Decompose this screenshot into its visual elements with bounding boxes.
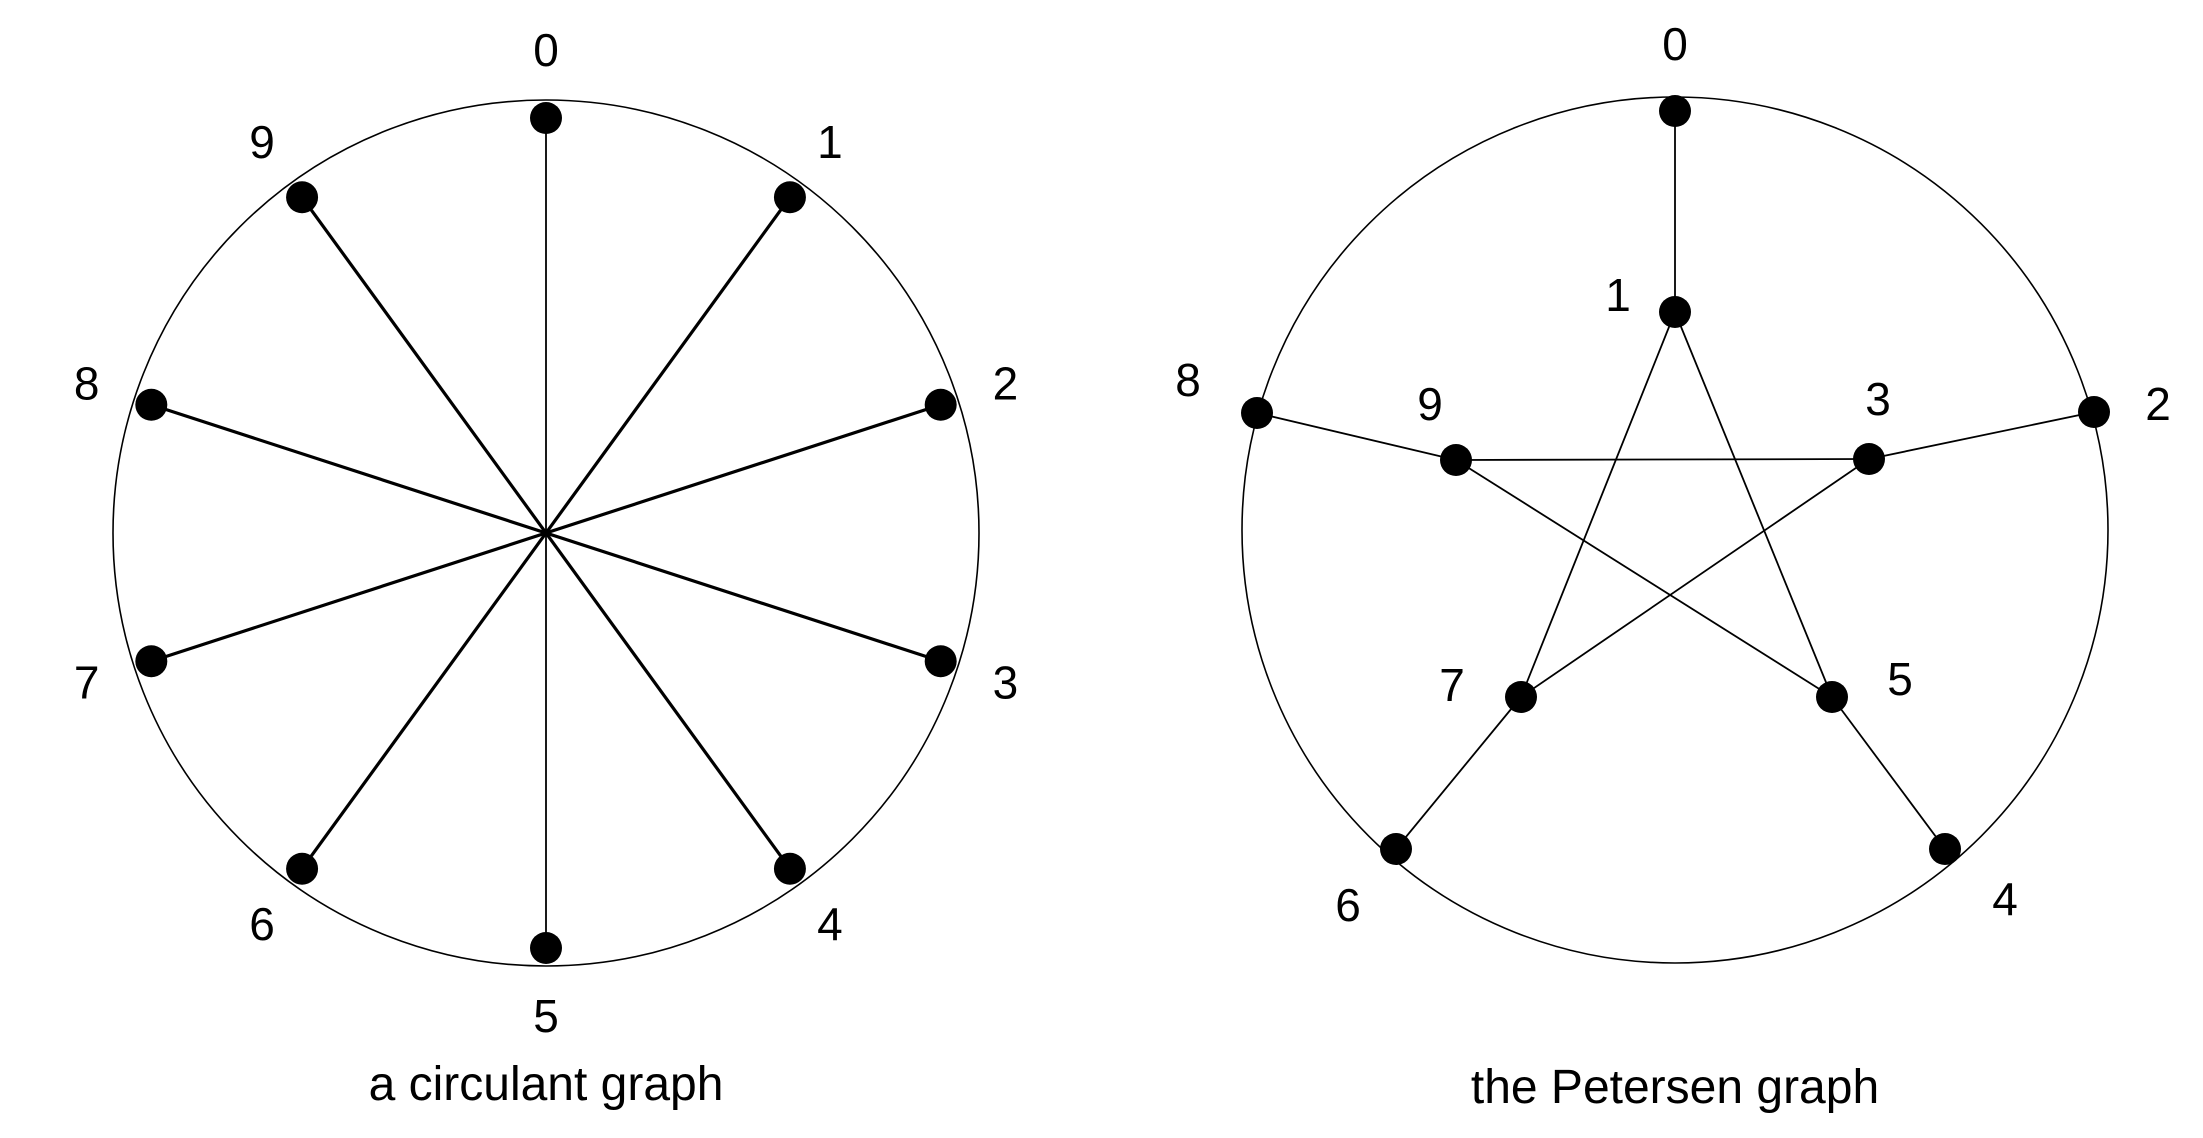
circulant-vertex-9 — [286, 181, 319, 214]
circulant-vertex-0 — [530, 102, 562, 134]
petersen-graph: 0 1 2 3 4 5 6 7 8 9 the Petersen graph — [1175, 18, 2171, 1114]
petersen-vertex-8 — [1241, 397, 1273, 429]
petersen-vertex-label-5: 5 — [1887, 653, 1913, 705]
petersen-vertex-5 — [1816, 681, 1848, 713]
petersen-vertex-9 — [1440, 444, 1472, 476]
circulant-vertex-7 — [135, 645, 168, 678]
petersen-vertex-2 — [2078, 396, 2110, 428]
petersen-edge-1-5 — [1674, 311, 1833, 698]
circulant-vertex-label-9: 9 — [249, 116, 275, 168]
petersen-vertex-1 — [1659, 296, 1691, 328]
circulant-vertices — [135, 102, 957, 964]
petersen-vertex-label-8: 8 — [1175, 354, 1201, 406]
petersen-vertex-label-4: 4 — [1992, 873, 2018, 925]
circulant-vertex-labels: 0 1 2 3 4 5 6 7 8 9 — [74, 24, 1018, 1042]
circulant-vertex-1 — [773, 181, 806, 214]
circulant-edges — [150, 118, 942, 948]
petersen-vertex-label-2: 2 — [2145, 378, 2171, 430]
petersen-vertex-0 — [1659, 95, 1691, 127]
circulant-vertex-label-3: 3 — [993, 656, 1019, 708]
circulant-vertex-label-8: 8 — [74, 358, 100, 410]
circulant-vertex-8 — [135, 388, 168, 421]
petersen-edge-4-5 — [1831, 696, 1946, 850]
petersen-vertex-6 — [1380, 833, 1412, 865]
petersen-edge-7-1 — [1520, 311, 1676, 698]
circulant-vertex-3 — [924, 645, 957, 678]
petersen-vertex-labels: 0 1 2 3 4 5 6 7 8 9 — [1175, 18, 2171, 931]
petersen-vertex-4 — [1929, 833, 1961, 865]
circulant-vertex-label-2: 2 — [993, 358, 1019, 410]
petersen-edge-5-9 — [1455, 459, 1833, 698]
petersen-edge-6-7 — [1395, 696, 1522, 850]
circulant-vertex-4 — [773, 852, 806, 885]
petersen-vertex-label-1: 1 — [1605, 269, 1631, 321]
petersen-edges — [1256, 111, 2095, 850]
petersen-vertex-label-0: 0 — [1662, 18, 1688, 70]
circulant-outer-circle — [112, 99, 980, 967]
circulant-graph: 0 1 2 3 4 5 6 7 8 9 a circulant graph — [74, 24, 1018, 1111]
petersen-vertex-label-7: 7 — [1439, 659, 1465, 711]
circulant-vertex-label-5: 5 — [533, 990, 559, 1042]
petersen-vertex-label-6: 6 — [1335, 879, 1361, 931]
petersen-edge-3-7 — [1520, 458, 1870, 698]
circulant-vertex-label-6: 6 — [249, 898, 275, 950]
circulant-vertex-6 — [286, 852, 319, 885]
petersen-edge-2-3 — [1868, 411, 2095, 460]
petersen-vertex-7 — [1505, 681, 1537, 713]
circulant-graph-caption: a circulant graph — [369, 1058, 724, 1111]
circulant-edge-4-9 — [300, 196, 792, 870]
petersen-edge-9-3 — [1455, 458, 1870, 461]
circulant-vertex-label-4: 4 — [817, 898, 843, 950]
petersen-edge-8-9 — [1256, 412, 1457, 461]
circulant-vertex-2 — [924, 388, 957, 421]
circulant-vertex-5 — [530, 932, 562, 964]
petersen-vertices — [1241, 95, 2110, 865]
petersen-vertex-3 — [1853, 443, 1885, 475]
petersen-vertex-label-3: 3 — [1865, 373, 1891, 425]
petersen-graph-caption: the Petersen graph — [1471, 1061, 1879, 1114]
circulant-vertex-label-1: 1 — [817, 116, 843, 168]
circulant-vertex-label-0: 0 — [533, 24, 559, 76]
petersen-vertex-label-9: 9 — [1417, 378, 1443, 430]
circulant-vertex-label-7: 7 — [74, 656, 100, 708]
